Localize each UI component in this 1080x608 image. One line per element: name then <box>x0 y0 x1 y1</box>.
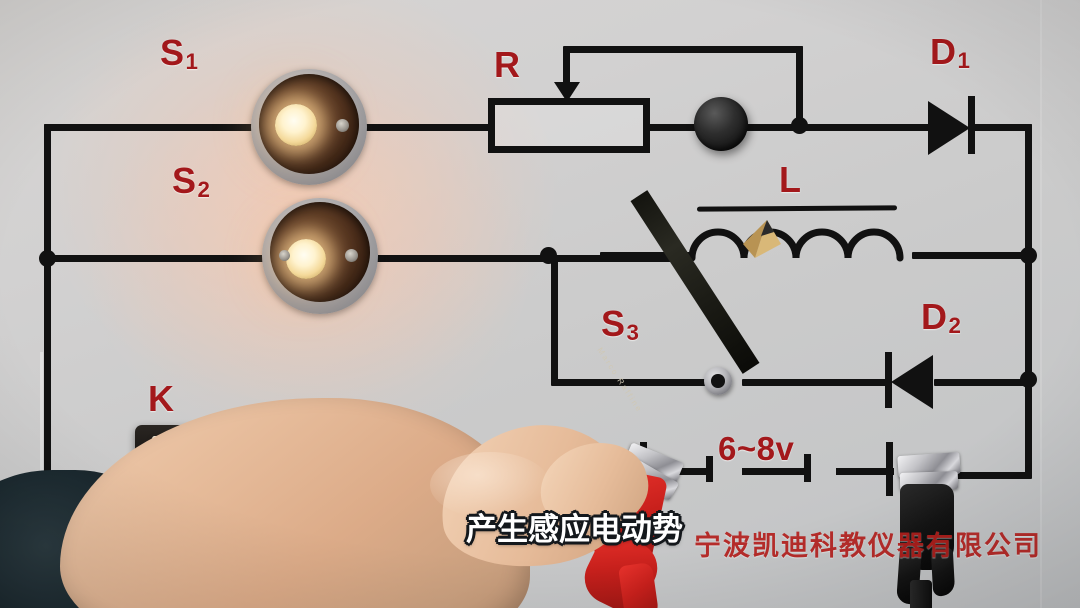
wire-d1-to-right <box>972 124 1032 131</box>
lamp-s1-screw <box>336 119 349 132</box>
rheostat-adjust-knob[interactable] <box>694 97 748 151</box>
label-s1: S1 <box>160 32 198 75</box>
wire-s1-right <box>350 124 492 131</box>
rheostat-wiper-shaft <box>563 50 570 95</box>
diode-d1-triangle <box>928 101 970 155</box>
company-watermark: 宁波凯迪科教仪器有限公司 <box>694 531 1042 561</box>
rheostat-r-body <box>488 98 650 153</box>
wire-bottom-rail-right <box>930 472 1028 479</box>
diode-d2-cathode-bar <box>885 352 892 408</box>
knuckle-highlight <box>430 452 550 518</box>
lamp-s2-screw-left <box>279 250 290 261</box>
label-d1-text: D <box>930 31 957 72</box>
label-d2: D2 <box>921 296 961 339</box>
label-s1-sub: 1 <box>185 49 199 75</box>
label-s1-text: S <box>160 32 185 73</box>
label-k: K <box>148 378 175 420</box>
label-l: L <box>779 159 802 201</box>
wire-wiper-top <box>563 46 803 53</box>
alligator-clip-black[interactable] <box>876 451 986 608</box>
wire-d2-to-right-bus <box>934 379 1026 386</box>
inductor-coil <box>688 228 904 262</box>
wire-s2-left <box>44 255 284 262</box>
wire-knob-to-node <box>742 124 804 131</box>
wire-right-bus-upper <box>1025 124 1032 258</box>
wire-coil-right-lead <box>912 252 1030 259</box>
pencil-brand-text: Marco Raffine <box>595 346 645 415</box>
lamp-s1-bulb <box>275 104 317 146</box>
label-battery-voltage: 6~8v <box>718 430 794 468</box>
label-r: R <box>494 44 521 86</box>
wire-s2-right <box>360 255 690 262</box>
pencil[interactable]: Marco Raffine <box>595 190 797 440</box>
wire-right-bus-middle <box>1025 252 1032 387</box>
wire-left-bus-lower <box>44 258 51 488</box>
wire-right-bus-lower <box>1025 379 1032 479</box>
inductor-core-bar <box>696 205 898 212</box>
label-d1-sub: 1 <box>957 48 971 74</box>
label-s3: S3 <box>601 303 639 346</box>
diode-d1-cathode-bar <box>968 96 975 154</box>
board-seam-left <box>40 352 43 472</box>
label-s3-text: S <box>601 303 626 344</box>
terminal-s3-post[interactable] <box>704 367 732 395</box>
wire-s3-left-drop <box>551 255 558 383</box>
wire-coil-left-lead <box>600 252 692 259</box>
diode-d2-triangle <box>891 355 933 409</box>
board-seam-right <box>1040 0 1042 608</box>
label-battery-voltage-text: 6~8v <box>718 430 795 467</box>
subtitle-caption: 产生感应电动势 <box>466 512 683 547</box>
battery-plate-long-2 <box>804 454 811 482</box>
label-s2: S2 <box>172 160 210 203</box>
label-d2-text: D <box>921 296 948 337</box>
label-d2-sub: 2 <box>948 313 962 339</box>
rheostat-wiper-arrowhead <box>554 82 580 102</box>
label-l-text: L <box>779 159 802 200</box>
cropped-top-text-ghost: · · · · · · · <box>150 0 950 6</box>
battery-plate-short-2 <box>886 442 893 496</box>
lamp-s2-bulb <box>286 239 326 279</box>
pencil-tip <box>743 220 781 258</box>
wire-top-rail-to-d1 <box>800 124 930 131</box>
label-s2-sub: 2 <box>197 177 211 203</box>
lamp-s2-screw <box>345 249 358 262</box>
label-s3-sub: 3 <box>626 320 640 346</box>
label-r-text: R <box>494 44 521 85</box>
wire-r-to-knob <box>648 124 710 131</box>
clip-black-lead-wire <box>910 580 932 608</box>
label-s2-text: S <box>172 160 197 201</box>
wire-battery-right-lead <box>836 468 894 475</box>
wire-s3-left-of-post <box>551 379 706 386</box>
wire-battery-mid-segment <box>742 468 804 475</box>
wire-s1-left <box>44 124 274 131</box>
wire-left-bus-upper <box>44 124 51 264</box>
wire-s3-right-of-post <box>742 379 892 386</box>
wire-wiper-right-drop <box>796 46 803 128</box>
label-d1: D1 <box>930 31 970 74</box>
battery-plate-short-1 <box>706 456 713 482</box>
label-k-text: K <box>148 378 175 419</box>
